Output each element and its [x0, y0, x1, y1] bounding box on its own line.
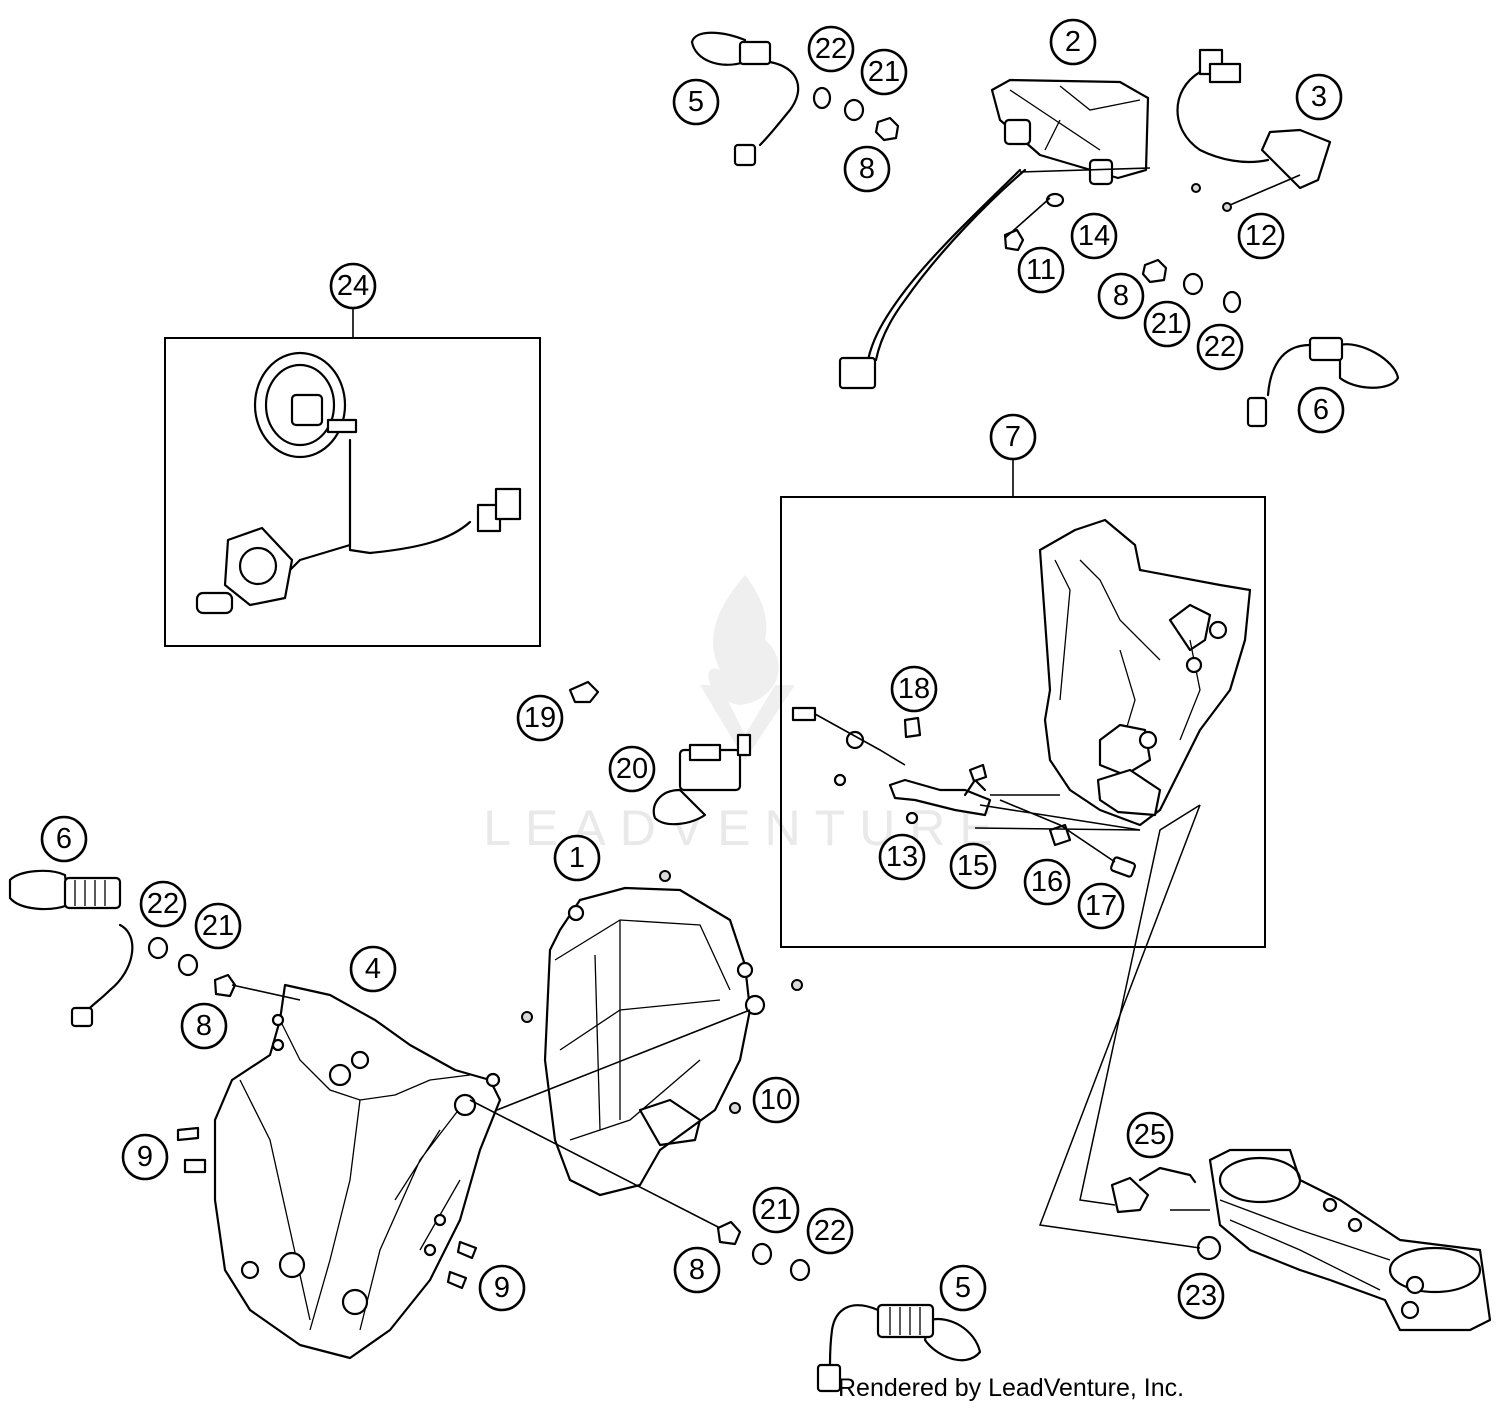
- callout-23: 23: [1177, 1272, 1225, 1320]
- svg-text:25: 25: [1134, 1119, 1166, 1151]
- svg-text:22: 22: [147, 888, 179, 920]
- headlight-bracket-assembly-part: [791, 518, 1252, 878]
- svg-text:5: 5: [955, 1272, 971, 1304]
- callout-3: 3: [1295, 73, 1343, 121]
- watermark-v-logo: [700, 685, 795, 760]
- callout-1: 1: [553, 834, 601, 882]
- turn-signal-part-left: [8, 869, 134, 1028]
- watermark-flame-logo: [708, 575, 779, 705]
- svg-text:22: 22: [1204, 331, 1236, 363]
- svg-text:19: 19: [524, 702, 556, 734]
- callout-9-bottom: 9: [478, 1264, 526, 1312]
- svg-text:5: 5: [688, 86, 704, 118]
- svg-text:24: 24: [337, 270, 369, 302]
- callout-22-top: 22: [807, 25, 855, 73]
- callout-8-left: 8: [180, 1002, 228, 1050]
- callout-8-top: 8: [843, 145, 891, 193]
- callout-18: 18: [890, 665, 938, 713]
- svg-text:9: 9: [494, 1272, 510, 1304]
- callout-6-right: 6: [1297, 386, 1345, 434]
- headlight-mask-part: [213, 983, 502, 1360]
- svg-text:6: 6: [1313, 394, 1329, 426]
- callout-21-bottom: 21: [752, 1186, 800, 1234]
- turn-signal-part-top: [690, 31, 800, 167]
- tail-light-part: [838, 78, 1150, 390]
- group-box-7: [780, 496, 1266, 948]
- license-plate-light-part: [1176, 48, 1332, 212]
- svg-text:7: 7: [1005, 421, 1021, 453]
- callout-21-right: 21: [1143, 300, 1191, 348]
- callout-6-left: 6: [40, 815, 88, 863]
- svg-text:17: 17: [1085, 890, 1117, 922]
- callout-10: 10: [752, 1076, 800, 1124]
- svg-text:3: 3: [1311, 81, 1327, 113]
- bulb-socket-assembly-part: [195, 351, 522, 615]
- callout-22-right: 22: [1196, 323, 1244, 371]
- callout-9-left: 9: [121, 1133, 169, 1181]
- svg-text:1: 1: [569, 842, 585, 874]
- svg-text:6: 6: [56, 823, 72, 855]
- svg-text:8: 8: [859, 153, 875, 185]
- svg-text:21: 21: [1151, 308, 1183, 340]
- callout-22-left: 22: [139, 880, 187, 928]
- svg-text:2: 2: [1065, 26, 1081, 58]
- callout-14: 14: [1070, 212, 1118, 260]
- callout-21-top: 21: [860, 48, 908, 96]
- callout-5-top: 5: [672, 78, 720, 126]
- callout-8-bottom: 8: [673, 1246, 721, 1294]
- callout-21-left: 21: [194, 902, 242, 950]
- callout-13: 13: [878, 833, 926, 881]
- svg-text:12: 12: [1245, 220, 1277, 252]
- callout-5-bottom: 5: [939, 1264, 987, 1312]
- svg-text:4: 4: [365, 953, 381, 985]
- svg-text:13: 13: [886, 841, 918, 873]
- svg-text:21: 21: [868, 56, 900, 88]
- svg-text:8: 8: [196, 1010, 212, 1042]
- headlight-part: [543, 886, 766, 1197]
- svg-text:20: 20: [616, 753, 648, 785]
- headlight-bulb-part: [652, 733, 752, 826]
- callout-22-bottom: 22: [806, 1207, 854, 1255]
- credit-text: Rendered by LeadVenture, Inc.: [838, 1374, 1184, 1402]
- svg-text:21: 21: [760, 1194, 792, 1226]
- handlebar-clamp-part: [1110, 1148, 1492, 1332]
- turn-signal-part-bottom: [816, 1303, 982, 1393]
- callout-15: 15: [949, 842, 997, 890]
- svg-text:8: 8: [1113, 280, 1129, 312]
- svg-text:10: 10: [760, 1084, 792, 1116]
- callout-4: 4: [349, 945, 397, 993]
- svg-text:22: 22: [814, 1215, 846, 1247]
- svg-text:18: 18: [898, 673, 930, 705]
- callout-11: 11: [1017, 246, 1065, 294]
- callout-25: 25: [1126, 1111, 1174, 1159]
- svg-text:22: 22: [815, 33, 847, 65]
- turn-signal-part-right: [1246, 336, 1400, 428]
- callout-24: 24: [329, 262, 377, 310]
- svg-text:23: 23: [1185, 1280, 1217, 1312]
- svg-text:8: 8: [689, 1254, 705, 1286]
- callout-12: 12: [1237, 212, 1285, 260]
- connection-lines: [231, 167, 1301, 1249]
- svg-text:16: 16: [1031, 866, 1063, 898]
- svg-text:21: 21: [202, 910, 234, 942]
- callout-2: 2: [1049, 18, 1097, 66]
- callout-20: 20: [608, 745, 656, 793]
- svg-text:11: 11: [1026, 254, 1056, 286]
- callout-19: 19: [516, 694, 564, 742]
- callout-17: 17: [1077, 882, 1125, 930]
- svg-text:14: 14: [1078, 220, 1110, 252]
- hardware-small-parts: [147, 86, 1242, 1290]
- svg-text:9: 9: [137, 1141, 153, 1173]
- callout-16: 16: [1023, 858, 1071, 906]
- callout-7: 7: [989, 413, 1037, 461]
- svg-text:15: 15: [957, 850, 989, 882]
- callout-8-right: 8: [1097, 272, 1145, 320]
